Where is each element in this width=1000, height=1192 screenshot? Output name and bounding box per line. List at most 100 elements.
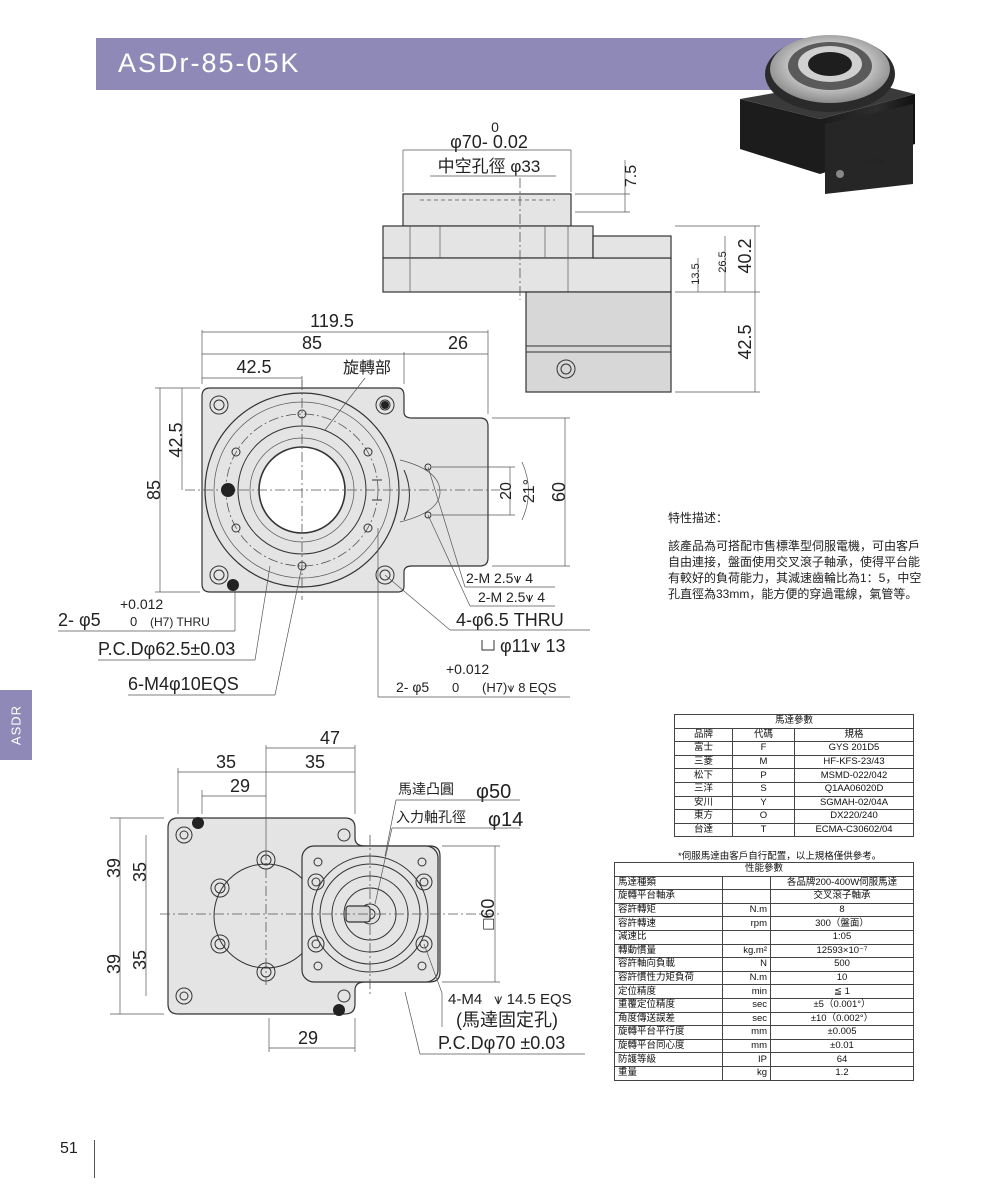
motor-table-note: *伺服馬達由客戶自行配置，以上規格僅供參考。 (678, 851, 882, 862)
performance-table: 性能參數 馬達種類各品牌200-400W伺服馬達 旋轉平台軸承交叉滾子軸承 容許… (614, 862, 914, 1081)
cell: Q1AA06020D (794, 781, 914, 797)
cell: 12593×10⁻⁷ (770, 943, 914, 959)
cell: ≦ 1 (770, 984, 914, 999)
cell: P (732, 768, 795, 783)
plan-view: 119.5 85 26 42.5 旋轉部 85 42.5 20 21° 60 2… (58, 311, 590, 698)
cell: 64 (770, 1052, 914, 1067)
section-tab: ASDR (0, 690, 32, 760)
dim-13-5: 13.5 (690, 263, 702, 284)
cell: 1.2 (770, 1065, 914, 1081)
cell: IP (722, 1052, 771, 1067)
description-heading: 特性描述： (668, 511, 729, 525)
cell: 500 (770, 957, 914, 972)
cell: mm (722, 1025, 771, 1040)
description-body: 該產品為可搭配市售標準型伺服電機，可由客戶自由連接，盤面使用交叉滾子軸承，使得平… (668, 539, 922, 601)
label-flange-note: (馬達固定孔) (456, 1010, 558, 1030)
cell: rpm (722, 916, 771, 931)
cell: Y (732, 795, 795, 811)
dim-119-5: 119.5 (310, 311, 354, 331)
pin-a: 2- φ5 (58, 610, 101, 630)
cell: 各品牌200-400W伺服馬達 (770, 875, 914, 891)
page-title: ASDr-85-05K (118, 48, 301, 78)
label-motor-boss: 馬達凸圓 (398, 781, 454, 797)
cell: SGMAH-02/04A (794, 795, 914, 811)
label-m25-a: 2-M 2.5⩛ 4 (466, 570, 533, 586)
pin-b: 2- φ5 (396, 679, 429, 695)
side-elevation-view: 0 φ70- 0.02 中空孔徑 φ33 7.5 40.2 42.5 26.5 … (382, 119, 760, 393)
dim-od-top: 0 (491, 119, 499, 135)
cell: 300（盤面） (770, 916, 914, 931)
label-cbore: φ11⩛ 13 (500, 636, 566, 656)
table-row: 旋轉平台軸承交叉滾子軸承 (614, 889, 914, 904)
col-code: 代碼 (732, 727, 795, 743)
cell: 1:05 (770, 929, 914, 945)
cell: 重覆定位精度 (614, 997, 723, 1013)
cell: ±5（0.001°） (770, 997, 914, 1013)
cell: 防護等級 (614, 1052, 723, 1067)
cell: 安川 (674, 795, 733, 811)
dim-42-5-v: 42.5 (166, 422, 186, 457)
dim-85-v: 85 (144, 480, 164, 500)
motor-table-title: 馬達參數 (674, 714, 914, 729)
pin-a-fit: (H7) THRU (150, 615, 210, 629)
cell (722, 929, 771, 945)
dim-26: 26 (448, 333, 468, 353)
table-row: 馬達種類各品牌200-400W伺服馬達 (614, 875, 914, 891)
pin-b-tol: +0.012 (446, 661, 489, 677)
feature-description: 特性描述： 該產品為可搭配市售標準型伺服電機，可由客戶自由連接，盤面使用交叉滾子… (668, 510, 928, 602)
dim-21-deg: 21° (521, 479, 538, 503)
cell: 容許轉速 (614, 916, 723, 931)
dim-60: 60 (549, 482, 569, 502)
product-photo: ASDR (740, 35, 915, 194)
label-boss-d: φ50 (476, 781, 511, 803)
page-divider (94, 1140, 95, 1178)
cell: min (722, 984, 771, 999)
cell: N.m (722, 970, 771, 986)
cell: N (722, 957, 771, 972)
svg-text:ASDR: ASDR (865, 159, 884, 166)
dim-sq60: □60 (478, 899, 498, 930)
label-flange-m4-depth: ⩛ 14.5 EQS (494, 991, 572, 1008)
label-bore-d: φ14 (488, 809, 523, 831)
cell: 容許慣性力矩負荷 (614, 970, 723, 986)
cell: DX220/240 (794, 809, 914, 824)
cell: mm (722, 1038, 771, 1054)
cell: 角度傳送誤差 (614, 1011, 723, 1027)
dim-7-5: 7.5 (623, 165, 640, 187)
cell: O (732, 809, 795, 824)
pin-b-fit: (H7)⩛ 8 EQS (482, 680, 557, 695)
cell: ECMA-C30602/04 (794, 822, 914, 838)
cell (722, 875, 771, 891)
dim-85: 85 (302, 333, 322, 353)
motor-table-header: 品牌 代碼 規格 (674, 727, 914, 743)
dim-42-5: 42.5 (236, 357, 271, 377)
cell: N.m (722, 902, 771, 918)
cell: 交叉滾子軸承 (770, 889, 914, 904)
cell: 東方 (674, 809, 733, 824)
dim-20: 20 (498, 482, 515, 500)
cell: 三菱 (674, 754, 733, 770)
dim-29-a: 29 (230, 776, 250, 796)
perf-table-title: 性能參數 (614, 862, 914, 877)
dim-26-5: 26.5 (717, 251, 729, 272)
cell: ±10（0.002°） (770, 1011, 914, 1027)
pin-a-tol: +0.012 (120, 596, 163, 612)
cell: 定位精度 (614, 984, 723, 999)
dim-35-d: 35 (130, 950, 150, 970)
cell: 8 (770, 902, 914, 918)
label-flange-pcd: P.C.Dφ70 ±0.03 (438, 1033, 565, 1053)
cell: sec (722, 997, 771, 1013)
